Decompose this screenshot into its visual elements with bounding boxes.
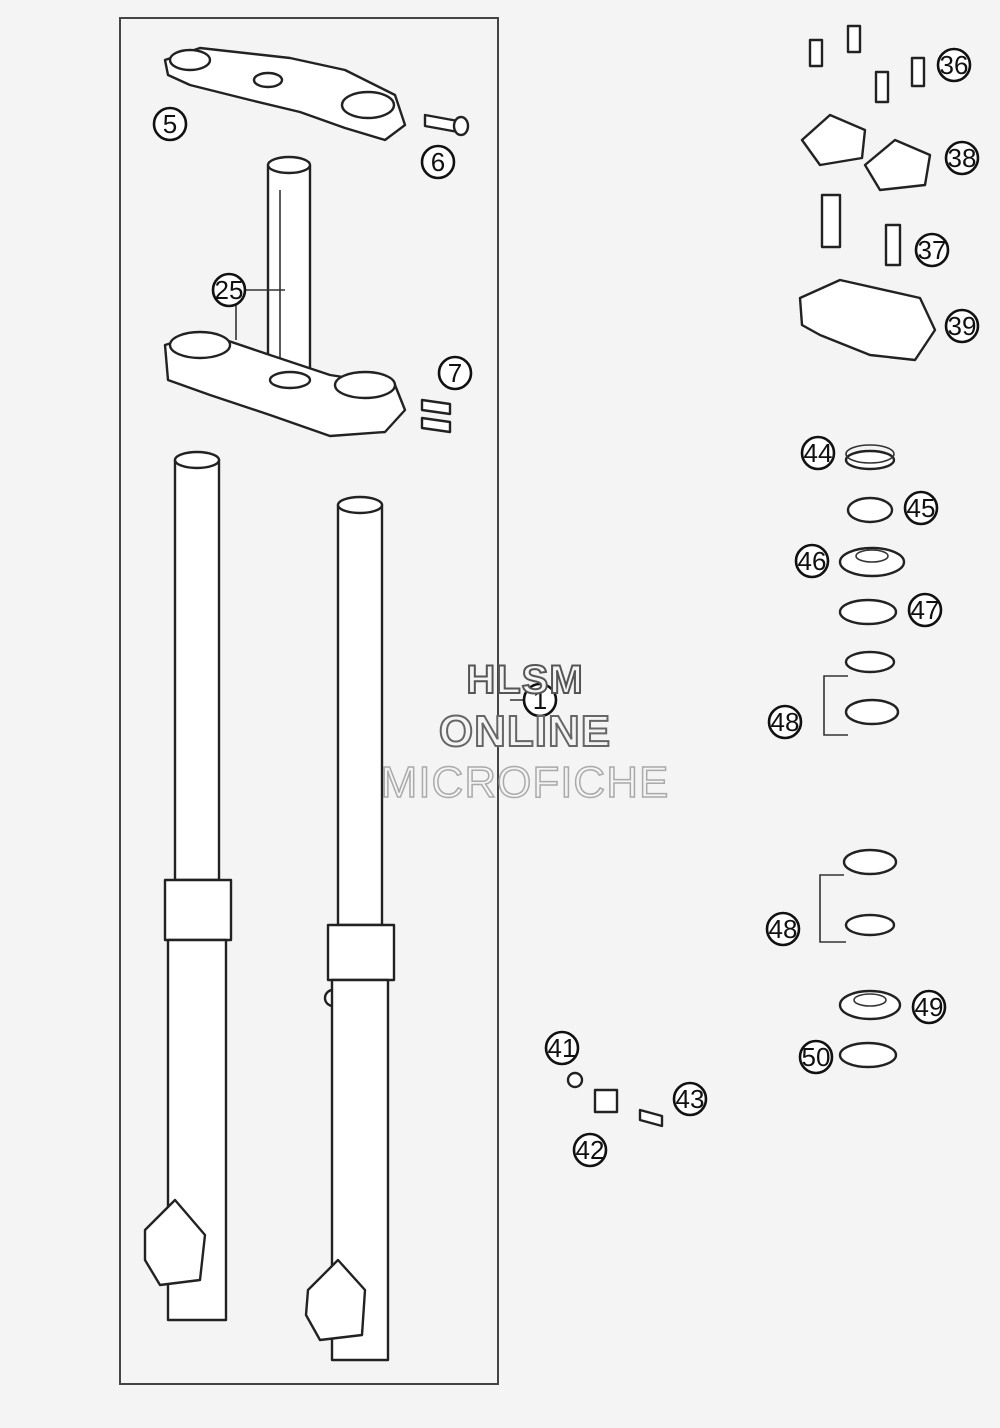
svg-text:6: 6 bbox=[431, 147, 445, 177]
lower-triple-clamp bbox=[163, 330, 407, 438]
clamp-bridge-39 bbox=[798, 278, 937, 362]
svg-text:50: 50 bbox=[802, 1042, 831, 1072]
svg-text:39: 39 bbox=[948, 311, 977, 341]
svg-text:7: 7 bbox=[448, 358, 462, 388]
svg-text:5: 5 bbox=[163, 109, 177, 139]
bearing-48-upper bbox=[823, 650, 900, 736]
callout-36: 36 bbox=[936, 47, 972, 83]
bolts-37 bbox=[820, 193, 902, 267]
right-fork-leg bbox=[304, 495, 396, 1362]
callout-44: 44 bbox=[800, 435, 836, 471]
fork-assembly-frame bbox=[119, 17, 499, 1385]
bearing-48-lower bbox=[819, 848, 898, 943]
callout-6: 6 bbox=[420, 144, 456, 180]
bearing-nut-44 bbox=[844, 444, 896, 471]
callout-46: 46 bbox=[794, 543, 830, 579]
upper-triple-clamp bbox=[163, 46, 407, 142]
svg-text:46: 46 bbox=[798, 546, 827, 576]
nut-45 bbox=[846, 496, 894, 524]
svg-text:44: 44 bbox=[804, 438, 833, 468]
svg-text:1: 1 bbox=[533, 685, 547, 715]
callout-49: 49 bbox=[911, 989, 947, 1025]
watermark-line1: HLSM bbox=[465, 657, 584, 703]
svg-text:48: 48 bbox=[769, 914, 798, 944]
washer-49 bbox=[838, 989, 902, 1021]
svg-text:49: 49 bbox=[915, 992, 944, 1022]
washer-46 bbox=[838, 546, 906, 578]
callout-1: 1 bbox=[522, 682, 558, 718]
svg-text:45: 45 bbox=[907, 493, 936, 523]
callout-42: 42 bbox=[572, 1132, 608, 1168]
svg-text:37: 37 bbox=[918, 235, 947, 265]
seal-47 bbox=[838, 598, 898, 626]
bolts-36 bbox=[808, 24, 926, 104]
lower-clamp-screws bbox=[420, 398, 452, 434]
svg-text:41: 41 bbox=[548, 1033, 577, 1063]
handlebar-clamps-38 bbox=[800, 113, 932, 192]
svg-text:43: 43 bbox=[676, 1084, 705, 1114]
svg-text:36: 36 bbox=[940, 50, 969, 80]
callout-50: 50 bbox=[798, 1039, 834, 1075]
callout-38: 38 bbox=[944, 140, 980, 176]
callout-7: 7 bbox=[437, 355, 473, 391]
clamp-screw bbox=[423, 113, 470, 137]
svg-text:38: 38 bbox=[948, 143, 977, 173]
callout-48-upper: 48 bbox=[767, 704, 803, 740]
steering-stem bbox=[266, 155, 312, 387]
hardware-41-43 bbox=[566, 1071, 664, 1128]
callout-43: 43 bbox=[672, 1081, 708, 1117]
callout-48-lower: 48 bbox=[765, 911, 801, 947]
callout-45: 45 bbox=[903, 490, 939, 526]
svg-text:42: 42 bbox=[576, 1135, 605, 1165]
callout-5: 5 bbox=[152, 106, 188, 142]
callout-39: 39 bbox=[944, 308, 980, 344]
callout-37: 37 bbox=[914, 232, 950, 268]
svg-text:47: 47 bbox=[911, 595, 940, 625]
callout-47: 47 bbox=[907, 592, 943, 628]
callout-41: 41 bbox=[544, 1030, 580, 1066]
seal-50 bbox=[838, 1041, 898, 1069]
svg-text:48: 48 bbox=[771, 707, 800, 737]
watermark-line3: MICROFICHE bbox=[380, 757, 670, 808]
callout-25: 25 bbox=[211, 272, 247, 308]
watermark-line2: ONLINE bbox=[438, 706, 612, 757]
left-fork-leg bbox=[143, 450, 233, 1322]
svg-text:25: 25 bbox=[215, 275, 244, 305]
